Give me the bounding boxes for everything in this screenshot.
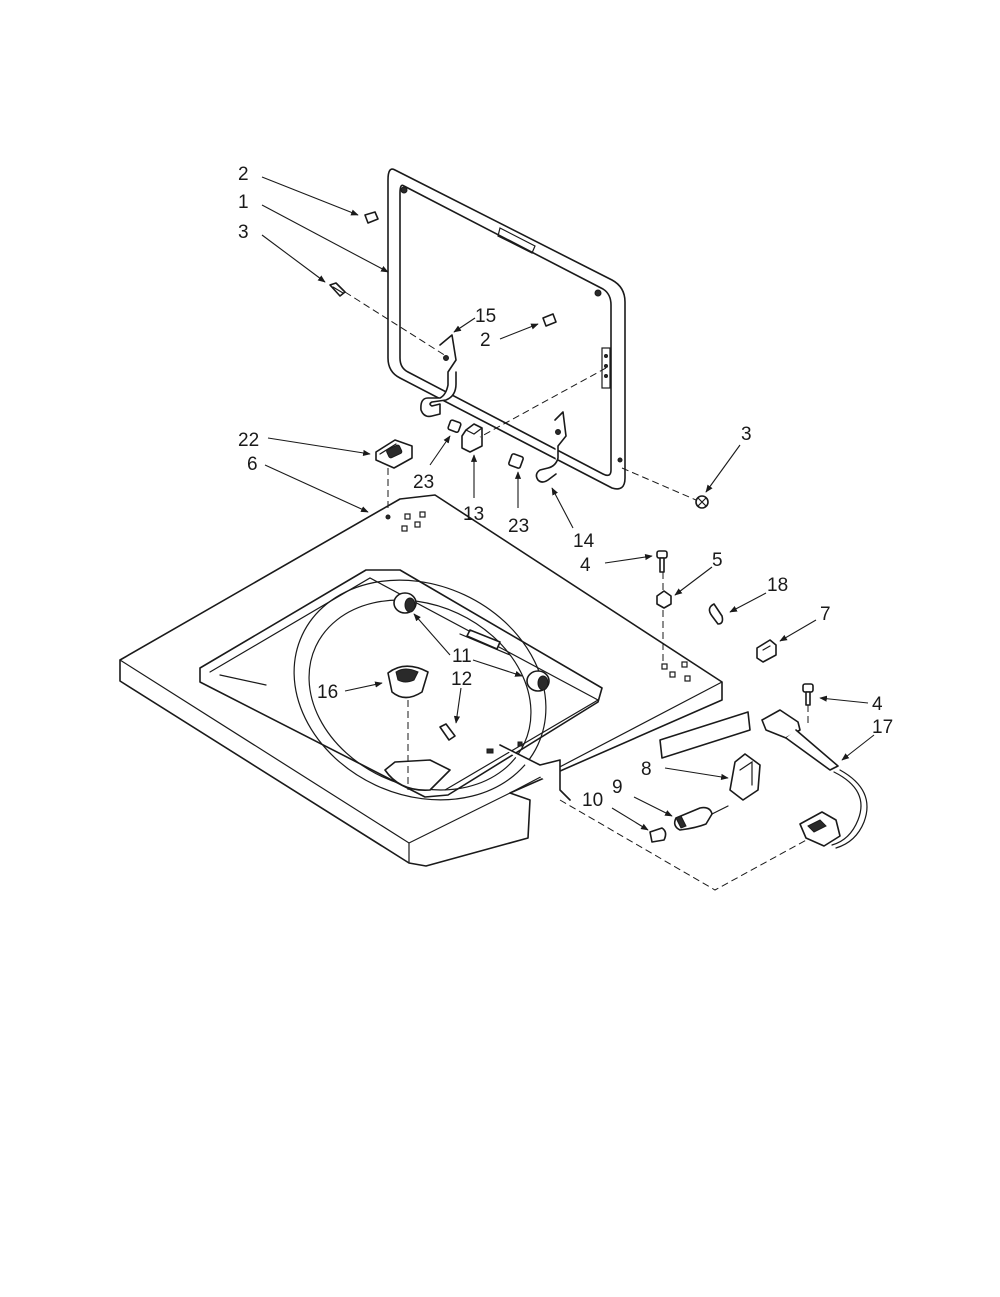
switch-clip (649, 827, 667, 843)
leader-15 (453, 317, 476, 333)
bumper-right (526, 670, 550, 692)
retainer (756, 639, 777, 663)
lid-screw-mid (542, 313, 557, 327)
lid-screw-left (329, 282, 346, 297)
callout-13: 13 (463, 504, 484, 525)
callout-3a: 3 (238, 222, 249, 243)
lid-screw-right (695, 495, 709, 509)
bumper-left (393, 592, 417, 614)
speed-nut (656, 590, 672, 609)
leader-11a (413, 613, 451, 656)
callout-10: 10 (582, 790, 603, 811)
leader-7 (779, 619, 817, 642)
leader-12 (453, 687, 462, 724)
callout-3b: 3 (741, 424, 752, 445)
leader-4a (604, 553, 653, 564)
switch-screw-upper (656, 550, 668, 573)
lid-screw-top (364, 211, 379, 224)
clip (708, 603, 724, 625)
leader-14 (551, 487, 574, 529)
callout-18: 18 (767, 575, 788, 596)
lid-switch-actuator (729, 753, 761, 801)
lid-hinge-left (420, 334, 457, 418)
bushing-left (447, 419, 462, 433)
callout-5: 5 (712, 550, 723, 571)
leader-22 (267, 437, 371, 456)
callout-2b: 2 (480, 330, 491, 351)
callout-9: 9 (612, 777, 623, 798)
callout-23b: 23 (508, 516, 529, 537)
callout-8: 8 (641, 759, 652, 780)
leader-6 (264, 464, 369, 513)
callout-23a: 23 (413, 472, 434, 493)
leader-18 (729, 592, 767, 613)
callout-15: 15 (475, 306, 496, 327)
lint-filter-cap (387, 665, 429, 699)
callout-4b: 4 (872, 694, 883, 715)
callout-4a: 4 (580, 555, 591, 576)
lid-switch-harness (761, 709, 868, 849)
leader-17 (841, 734, 875, 761)
leader-5 (674, 566, 713, 596)
switch-spring (673, 805, 729, 831)
callout-12: 12 (451, 669, 472, 690)
bushing-right (508, 453, 524, 469)
leader-3a (261, 234, 326, 283)
leader-1 (261, 204, 389, 273)
switch-screw-lower (802, 683, 814, 706)
callout-7: 7 (820, 604, 831, 625)
lid-frame (387, 168, 626, 490)
callout-6: 6 (247, 454, 258, 475)
leader-16 (344, 681, 383, 692)
callout-1: 1 (238, 192, 249, 213)
hinge-block (461, 423, 483, 453)
callout-22: 22 (238, 430, 259, 451)
callout-14: 14 (573, 531, 595, 552)
callout-2a: 2 (238, 164, 249, 185)
callout-11: 11 (452, 646, 472, 667)
callout-16: 16 (317, 682, 338, 703)
callout-17: 17 (872, 717, 893, 738)
lid-hinge-right (535, 411, 567, 483)
leader-11b (472, 659, 523, 677)
leader-4b (819, 695, 869, 704)
leader-2a (261, 176, 359, 216)
leader-23a (429, 435, 451, 466)
panel-screw (439, 723, 456, 741)
leader-2b (499, 323, 539, 340)
leader-3b (705, 444, 741, 493)
leader-8 (664, 767, 729, 780)
leader-9 (633, 796, 673, 817)
hinge-bracket (375, 439, 413, 469)
leader-10 (611, 807, 649, 831)
